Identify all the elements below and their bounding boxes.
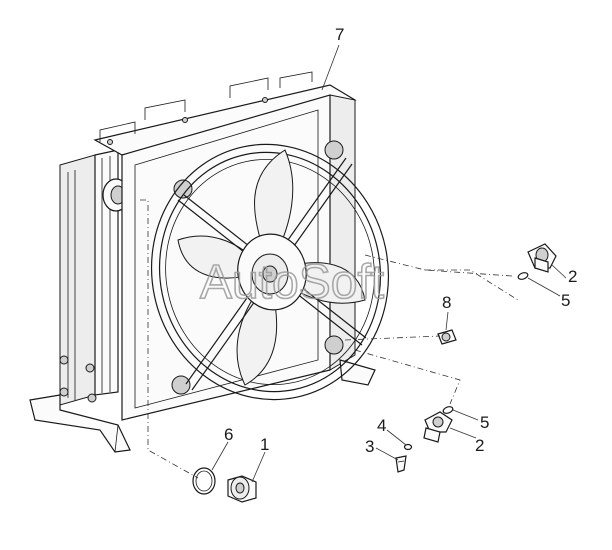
part-2-lower-plug bbox=[423, 411, 453, 443]
fan-guard-ring bbox=[150, 143, 390, 401]
fan-hub bbox=[237, 233, 307, 311]
callout-8: 8 bbox=[442, 293, 451, 312]
part-6-seal-ring bbox=[192, 467, 216, 495]
callout-4: 4 bbox=[377, 416, 386, 435]
part-8-fitting bbox=[437, 329, 457, 345]
part-1-union-nut bbox=[227, 475, 257, 503]
part-3-bolt bbox=[395, 455, 407, 473]
part-5-lower-oring bbox=[442, 406, 454, 414]
callout-7: 7 bbox=[335, 25, 344, 44]
radiator-core-left bbox=[59, 149, 130, 406]
watermark-text: AutoSoft bbox=[200, 256, 384, 309]
part-4-washer bbox=[403, 443, 413, 451]
part-6-seal-ring-inner bbox=[195, 470, 213, 492]
callout-2-upper: 2 bbox=[568, 267, 577, 286]
part-5-upper-oring bbox=[517, 272, 529, 280]
part-2-upper-plug bbox=[527, 243, 557, 273]
callout-3: 3 bbox=[365, 437, 374, 456]
callout-2-lower: 2 bbox=[475, 436, 484, 455]
callout-5-lower: 5 bbox=[480, 413, 489, 432]
mounting-bracket bbox=[29, 394, 131, 453]
callout-leaders bbox=[211, 44, 567, 483]
assembly-guide-lines bbox=[140, 199, 519, 479]
callout-1: 1 bbox=[260, 435, 269, 454]
callout-6: 6 bbox=[224, 425, 233, 444]
radiator-top-header bbox=[93, 71, 357, 156]
callout-5-upper: 5 bbox=[561, 291, 570, 310]
